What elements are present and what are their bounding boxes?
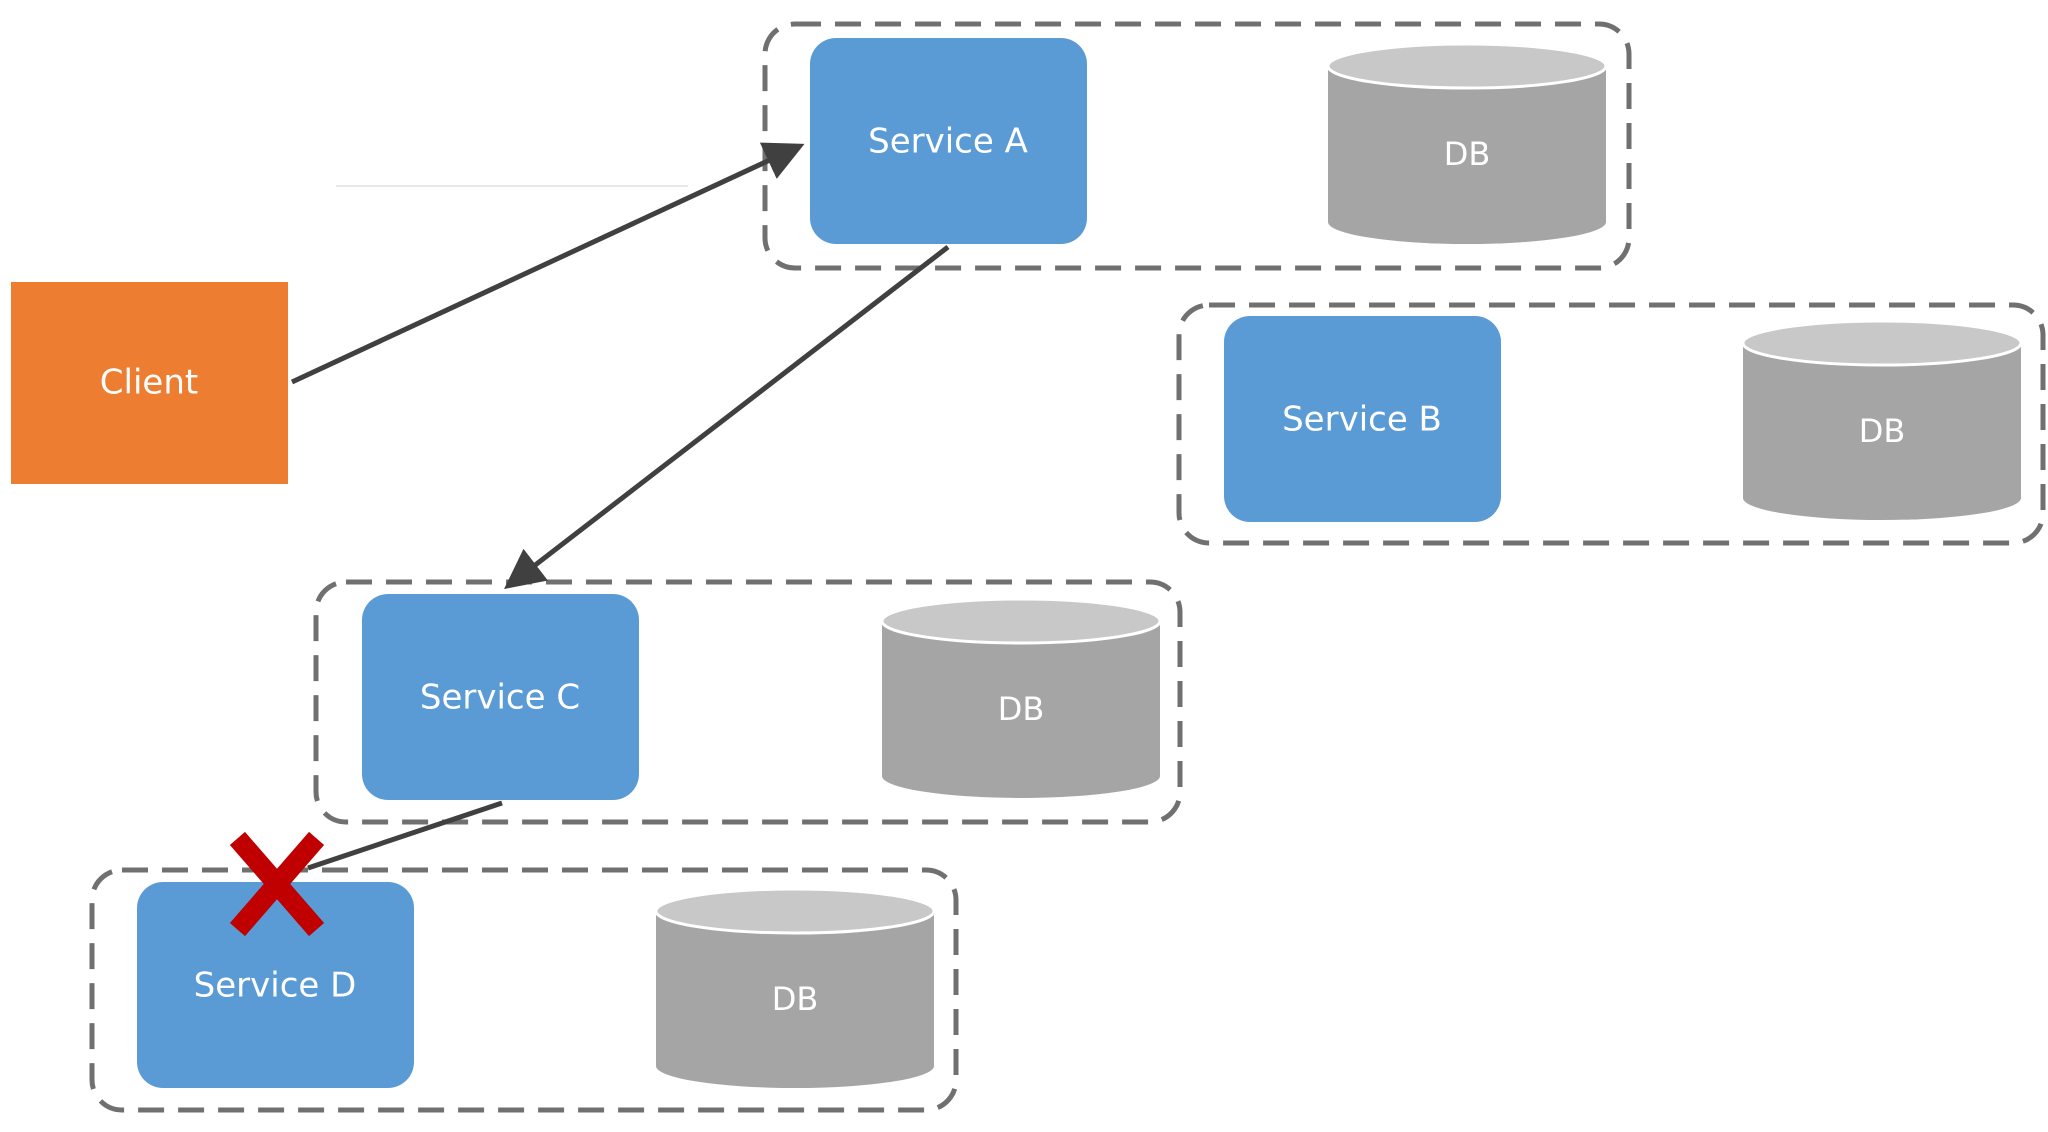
service-d-label: Service D — [194, 966, 357, 1006]
service-d-node[interactable]: Service D — [137, 882, 414, 1088]
service-c-db-label: DB — [998, 690, 1045, 728]
service-d-boundary — [89, 867, 959, 1113]
service-b-db: DB — [1741, 319, 2023, 520]
service-a-db-label: DB — [1444, 135, 1491, 173]
service-a-node[interactable]: Service A — [810, 38, 1087, 244]
service-b-boundary — [1176, 302, 2046, 546]
failure-x-icon — [229, 831, 325, 937]
service-d-db-label: DB — [772, 980, 819, 1018]
service-b-label: Service B — [1282, 400, 1442, 440]
client-label: Client — [100, 363, 198, 403]
service-b-node[interactable]: Service B — [1224, 316, 1501, 522]
service-c-label: Service C — [420, 678, 580, 718]
service-c-db: DB — [880, 597, 1162, 798]
service-c-node[interactable]: Service C — [362, 594, 639, 800]
arrow-service-a-to-service-c — [504, 245, 950, 590]
service-d-db: DB — [654, 887, 936, 1088]
service-a-db: DB — [1326, 42, 1608, 244]
line-service-c-to-service-d — [307, 800, 503, 871]
service-a-label: Service A — [868, 122, 1028, 162]
service-c-boundary — [313, 579, 1183, 825]
arrow-client-to-service-a — [290, 142, 805, 385]
service-b-db-label: DB — [1859, 412, 1906, 450]
client-node[interactable]: Client — [11, 282, 288, 484]
